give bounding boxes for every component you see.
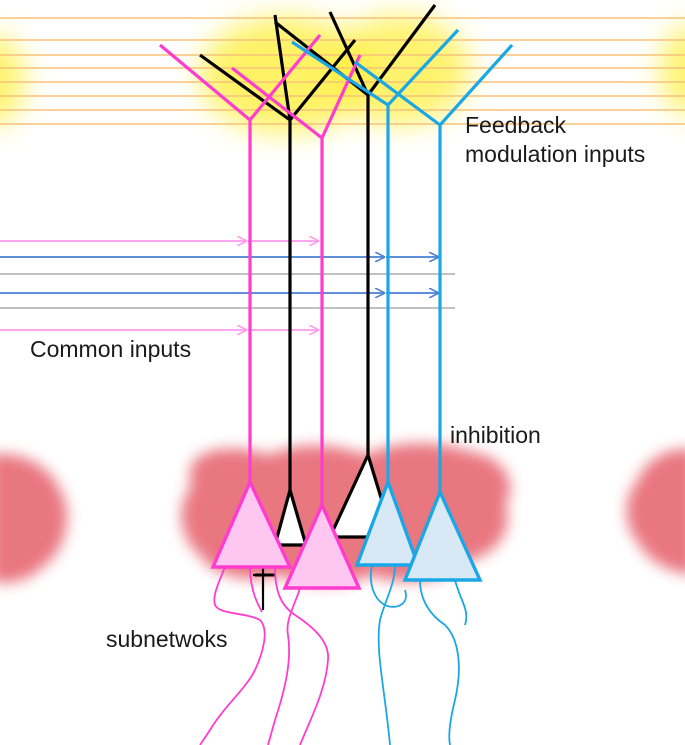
feedback-label-line1: Feedback [465,112,567,138]
feedback-glow [0,15,685,133]
common-inputs-label: Common inputs [30,336,192,362]
neuron-cyan-right [354,43,514,745]
inhibition-label: inhibition [450,422,541,448]
neuron-cyan-left [291,28,460,745]
common-input-arrows [0,241,455,330]
neuron-magenta-left [158,33,329,745]
subnetworks-label: subnetwoks [106,626,228,652]
neuron-black-a [199,14,357,610]
feedback-input-lines [0,17,685,125]
feedback-label-line2: modulation inputs [465,141,646,167]
neuron-magenta-right [231,54,362,745]
feedback-label: Feedback modulation inputs [465,111,645,169]
